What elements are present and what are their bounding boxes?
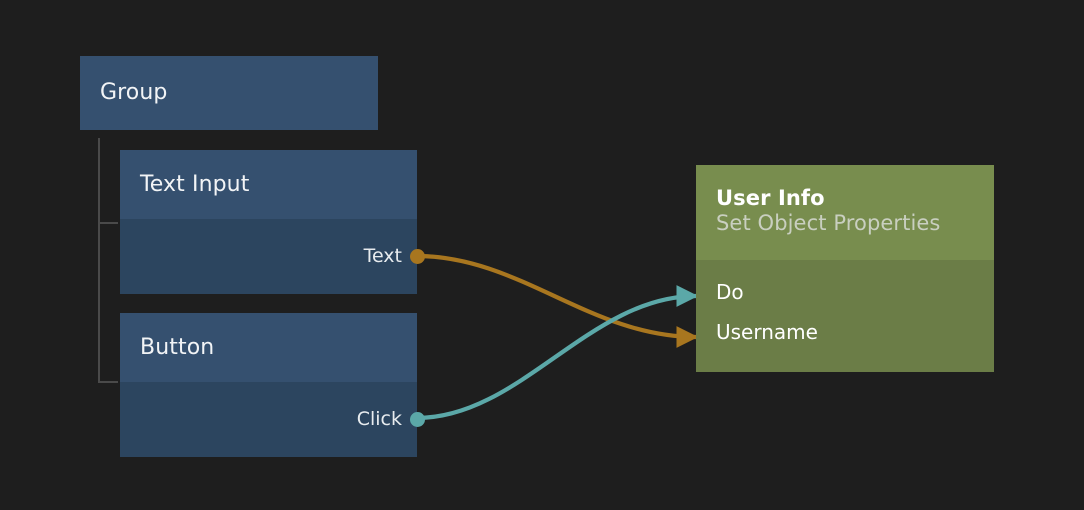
node-text-input-body: Text: [120, 219, 425, 294]
input-port-do-label: Do: [716, 280, 744, 304]
wire-text-to-username[interactable]: [414, 253, 699, 348]
output-port-text[interactable]: Text: [363, 244, 425, 267]
output-port-click-dot-icon[interactable]: [410, 411, 425, 427]
node-user-info-header[interactable]: User Info Set Object Properties: [696, 165, 994, 260]
node-button-header[interactable]: Button: [120, 313, 417, 382]
node-text-input[interactable]: Text Input Text: [120, 150, 425, 294]
node-text-input-header[interactable]: Text Input: [120, 150, 417, 219]
node-user-info[interactable]: User Info Set Object Properties Do Usern…: [696, 165, 994, 372]
output-port-click-label: Click: [356, 407, 402, 430]
node-user-info-title: User Info: [716, 186, 825, 210]
output-port-text-label: Text: [363, 244, 402, 267]
node-group[interactable]: Group: [80, 56, 378, 130]
node-user-info-subtitle: Set Object Properties: [716, 210, 941, 235]
group-bracket-spine: [98, 138, 100, 383]
group-bracket-tick-button: [98, 381, 118, 383]
node-user-info-body: Do Username: [696, 260, 994, 372]
input-port-username-label: Username: [716, 320, 818, 344]
input-port-do[interactable]: Do: [716, 281, 744, 303]
node-text-input-title: Text Input: [140, 171, 250, 197]
wire-click-to-do[interactable]: [414, 285, 699, 421]
group-bracket-tick-text-input: [98, 222, 118, 224]
output-port-text-dot-icon[interactable]: [410, 248, 425, 264]
node-button-title: Button: [140, 334, 215, 360]
node-button[interactable]: Button Click: [120, 313, 425, 457]
node-group-title: Group: [100, 80, 168, 105]
group-child-bracket: [98, 138, 120, 383]
node-button-body: Click: [120, 382, 425, 457]
node-group-header[interactable]: Group: [80, 56, 378, 130]
input-port-username[interactable]: Username: [716, 321, 818, 343]
output-port-click[interactable]: Click: [356, 407, 425, 430]
